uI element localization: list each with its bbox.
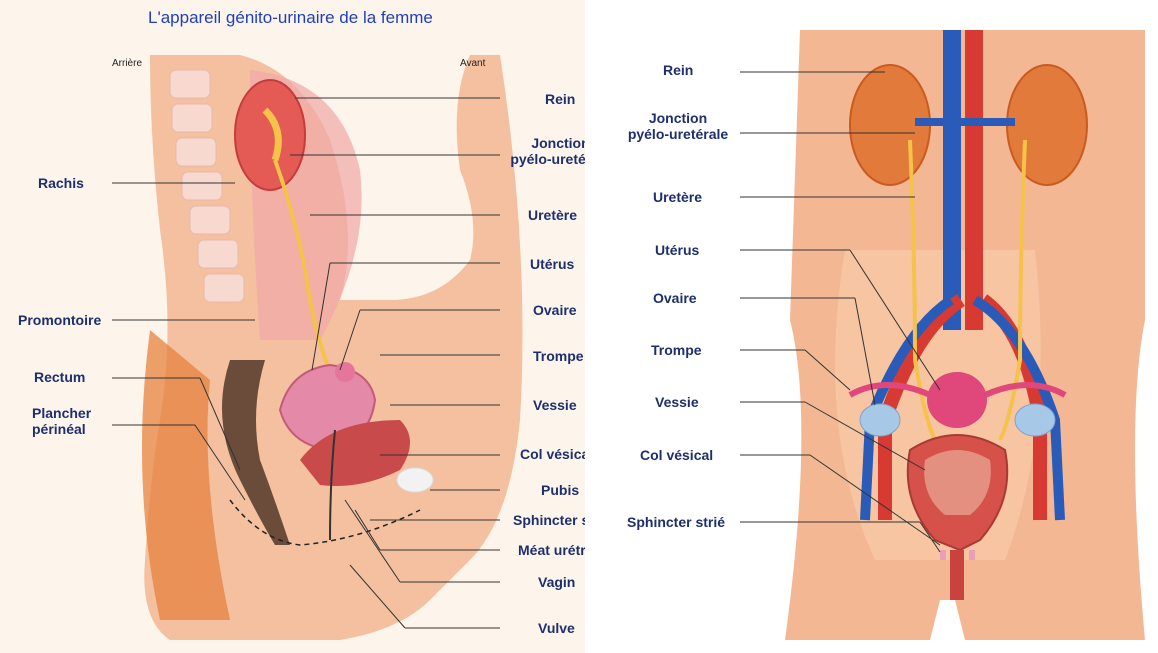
label-trompe: Trompe [651,342,702,358]
right-kidney [1007,65,1087,185]
sagittal-diagram: L'appareil génito-urinaire de la femme A… [0,0,585,653]
label-jonction: Jonction pyélo-uretérale [623,110,733,142]
label-sphincter: Sphincter strié [627,514,725,530]
label-trompe: Trompe [533,348,584,364]
label-plancher: Plancher périnéal [32,405,91,437]
label-plancher-line2: périnéal [32,421,91,437]
aorta [965,30,983,330]
label-rachis: Rachis [38,175,84,191]
label-uterus: Utérus [655,242,699,258]
label-vessie: Vessie [655,394,699,410]
diagram-title: L'appareil génito-urinaire de la femme [148,8,433,28]
label-plancher-line1: Plancher [32,405,91,421]
label-rein: Rein [663,62,693,78]
label-promontoire: Promontoire [18,312,101,328]
back-orientation-label: Arrière [112,58,142,69]
vena-cava [943,30,961,330]
pubis-bone [397,468,433,492]
urethra [950,550,964,600]
front-orientation-label: Avant [460,58,485,69]
label-ovaire: Ovaire [653,290,697,306]
label-uterus: Utérus [530,256,574,272]
label-pubis: Pubis [541,482,579,498]
label-col-vesical: Col vésical [520,446,593,462]
label-jonction-line1: Jonction [623,110,733,126]
label-jonction-line2: pyélo-uretérale [623,126,733,142]
right-ovary [1015,404,1055,436]
frontal-illustration [585,0,1158,653]
frontal-diagram: Rein Jonction pyélo-uretérale Uretère Ut… [585,0,1158,653]
label-uretere: Uretère [653,189,702,205]
left-ovary [860,404,900,436]
label-uretere: Uretère [528,207,577,223]
label-col-vesical: Col vésical [640,447,713,463]
kidney [235,80,305,190]
label-ovaire: Ovaire [533,302,577,318]
label-rein: Rein [545,91,575,107]
uterus [927,372,987,428]
label-vessie: Vessie [533,397,577,413]
label-vagin: Vagin [538,574,575,590]
label-rectum: Rectum [34,369,85,385]
label-vulve: Vulve [538,620,575,636]
